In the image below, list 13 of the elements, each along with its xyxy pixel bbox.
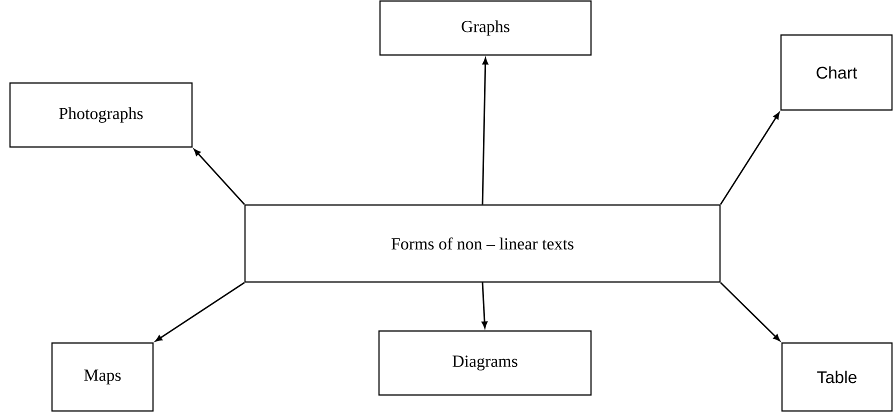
arrow <box>194 149 245 205</box>
text-box: Photographs <box>9 82 193 148</box>
arrow <box>482 282 488 328</box>
arrow <box>155 282 245 342</box>
text-box: Graphs <box>379 0 592 56</box>
text-box: Chart <box>780 34 893 111</box>
arrow <box>720 282 780 342</box>
text-box: Forms of non – linear texts <box>244 204 721 283</box>
arrow <box>720 112 780 205</box>
text-box: Table <box>781 342 893 412</box>
text-box: Diagrams <box>378 330 592 396</box>
arrow <box>482 58 488 204</box>
text-box: Maps <box>51 342 154 412</box>
